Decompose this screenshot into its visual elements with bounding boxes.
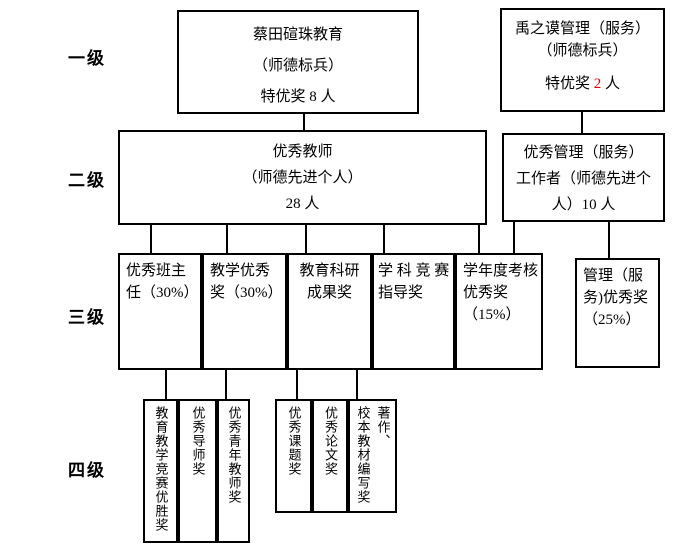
level3-subject-competition-box: 学 科 竞 赛 指导奖 (372, 253, 455, 370)
level1-teaching-box: 蔡田碹珠教育 （师德标兵） 特优奖 8 人 (177, 10, 419, 114)
teaching-box-title: 蔡田碹珠教育 (252, 27, 343, 43)
connector-c-to-b5 (478, 225, 480, 253)
award-count: 8 (309, 89, 317, 105)
level3-class-teacher-box: 优秀班主 任（30%） (118, 253, 202, 370)
vertical-text: 优秀论文奖 (323, 406, 338, 476)
row-label-level4: 四级 (68, 461, 106, 480)
row-label-level1: 一级 (68, 49, 106, 68)
award-suffix: 人 (316, 89, 336, 105)
connector-b3-to-g4 (296, 370, 298, 399)
connector-d-to-b5 (513, 222, 515, 253)
level2-management-box: 优秀管理（服务） 工作者（师德先进个 人）10 人 (502, 133, 665, 222)
vertical-text: 优秀课题奖 (286, 406, 302, 476)
connector-d-to-b6 (608, 222, 610, 258)
level3-management-award-box: 管理（服 务)优秀奖 （25%） (575, 258, 660, 368)
connector-b1-to-g1 (165, 370, 167, 399)
vertical-text: 著作、 校本教材编写奖 (355, 406, 391, 504)
management-box-subtitle: （师德标兵） (537, 43, 628, 59)
management-box-title: 禹之谟管理（服务） (514, 21, 650, 37)
management-worker-subtitle: 工作者（师德先进个 (515, 171, 651, 187)
award-prefix: 特优奖 (544, 76, 594, 92)
connector-c-to-b4 (383, 225, 385, 253)
level4-paper-award-box: 优秀论文奖 (312, 399, 348, 513)
vertical-text: 优秀导师奖 (190, 406, 206, 476)
vertical-text: 优秀青年教师奖 (226, 406, 242, 504)
award-suffix: 人 (601, 76, 621, 92)
level4-edu-teaching-competition-box: 教育教学竞赛优胜奖 (143, 399, 178, 543)
teaching-box-subtitle: （师德标兵） (252, 58, 343, 74)
vertical-text: 教育教学竞赛优胜奖 (153, 406, 169, 532)
management-worker-count: 人）10 人 (551, 197, 616, 213)
award-prefix: 特优奖 (260, 89, 310, 105)
teacher-box-title: 优秀教师 (272, 144, 333, 160)
management-box-award: 特优奖 2 人 (502, 73, 663, 95)
level4-project-award-box: 优秀课题奖 (275, 399, 312, 513)
teacher-box-count: 28 人 (285, 196, 320, 212)
award-count-red: 2 (593, 76, 602, 92)
connector-b3-to-g6 (356, 370, 358, 399)
connector-a-to-c (303, 114, 305, 130)
level3-teaching-award-box: 教学优秀 奖（30%） (202, 253, 287, 370)
level3-annual-assessment-box: 学年度考核 优秀奖 （15%） (455, 253, 543, 370)
level3-research-award-box: 教育科研 成果奖 (287, 253, 372, 370)
management-worker-title: 优秀管理（服务） (523, 145, 644, 161)
level4-young-teacher-award-box: 优秀青年教师奖 (217, 399, 250, 543)
level4-works-textbook-award-box: 著作、 校本教材编写奖 (348, 399, 397, 513)
level2-teacher-box: 优秀教师 （师德先进个人） 28 人 (118, 130, 487, 225)
connector-b-to-d (581, 112, 583, 133)
row-label-level3: 三级 (68, 308, 106, 327)
level1-management-box: 禹之谟管理（服务） （师德标兵） 特优奖 2 人 (500, 8, 665, 112)
connector-c-to-b2 (226, 225, 228, 253)
row-label-level2: 二级 (68, 171, 106, 190)
teacher-box-subtitle: （师德先进个人） (242, 170, 363, 186)
connector-b2-to-g3 (225, 370, 227, 399)
level4-mentor-award-box: 优秀导师奖 (178, 399, 217, 543)
connector-c-to-b1 (150, 225, 152, 253)
teaching-box-award: 特优奖 8 人 (179, 82, 417, 113)
connector-c-to-b3 (305, 225, 307, 253)
